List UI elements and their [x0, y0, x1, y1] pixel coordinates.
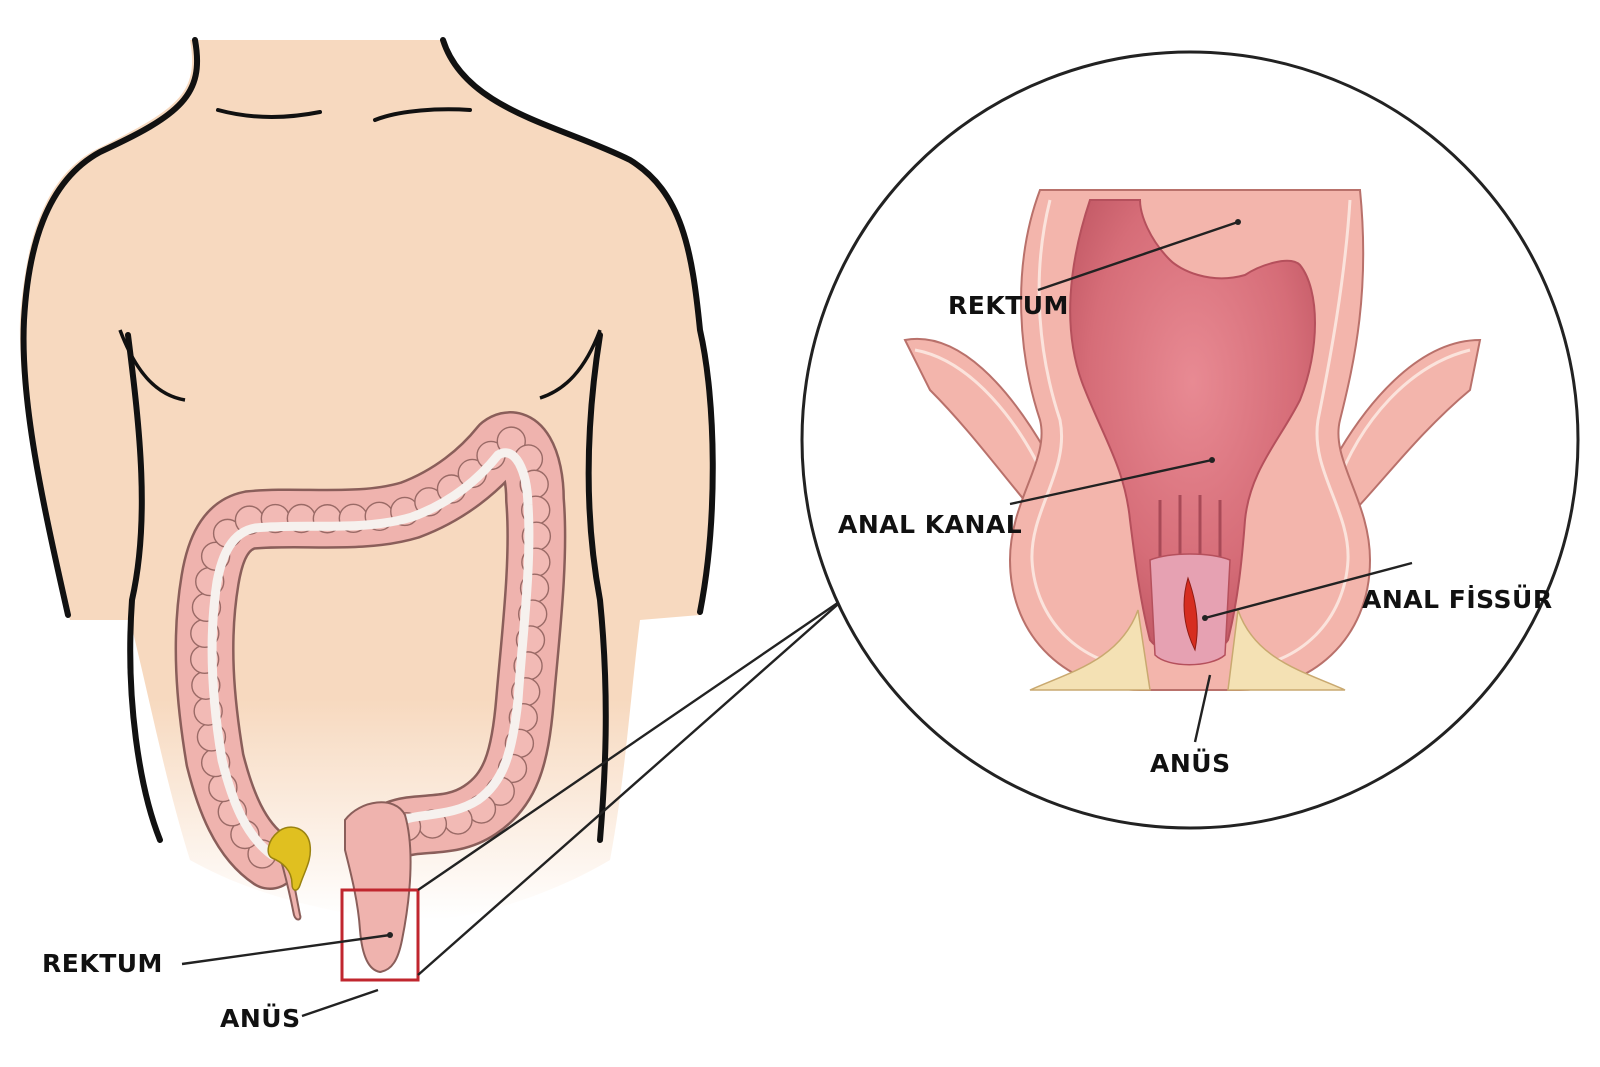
- torso-skin: [19, 40, 715, 920]
- zoom-callout: [417, 50, 1580, 976]
- rectum-body-small: [344, 801, 412, 974]
- rectum-lumen: [1069, 199, 1316, 656]
- zoom-anatomy: [903, 189, 1482, 691]
- torso-left-outline: [20, 37, 201, 618]
- label-zoom-anal-kanal: ANAL KANAL: [838, 510, 1022, 539]
- torso-right-outline: [440, 37, 716, 615]
- label-zoom-anus: ANÜS: [1150, 748, 1231, 778]
- torso: [19, 37, 716, 920]
- left-fat: [1029, 609, 1151, 691]
- leader-dot-anal-kanal: [1209, 457, 1215, 463]
- left-pec-line: [118, 329, 186, 402]
- zoom-connector: [417, 597, 846, 976]
- leader-body-rektum: [181, 933, 391, 966]
- leader-zoom-anal-fissur: [1204, 561, 1413, 620]
- right-pec-line: [539, 329, 602, 400]
- leader-dot-rektum: [1235, 219, 1241, 225]
- label-zoom-rektum: REKTUM: [948, 291, 1069, 320]
- stool: [267, 826, 312, 891]
- label-body-rektum: REKTUM: [42, 949, 163, 978]
- zoom-connector-top: [417, 599, 843, 891]
- leader-dot-fissur: [1202, 615, 1208, 621]
- leader-zoom-anal-kanal: [1009, 458, 1213, 506]
- colon: [174, 411, 567, 974]
- right-collarbone: [373, 107, 472, 122]
- zoom-circle-border: [800, 50, 1580, 830]
- label-zoom-anal-fissur: ANAL FİSSÜR: [1362, 584, 1553, 614]
- anal-fissure: [1183, 576, 1198, 652]
- leader-zoom-anus: [1193, 674, 1212, 743]
- colon-lumen-line: [207, 448, 534, 860]
- leader-dot-body-rektum: [387, 932, 393, 938]
- leader-body-anus: [301, 988, 379, 1018]
- right-arm-inner-outline: [585, 332, 609, 843]
- left-collarbone: [216, 108, 322, 119]
- leader-zoom-rektum: [1037, 220, 1239, 292]
- rectum-highlight-box: [340, 888, 420, 982]
- anal-columns: [1158, 495, 1222, 560]
- left-arm-inner-outline: [125, 332, 163, 843]
- label-body-anus: ANÜS: [220, 1003, 301, 1033]
